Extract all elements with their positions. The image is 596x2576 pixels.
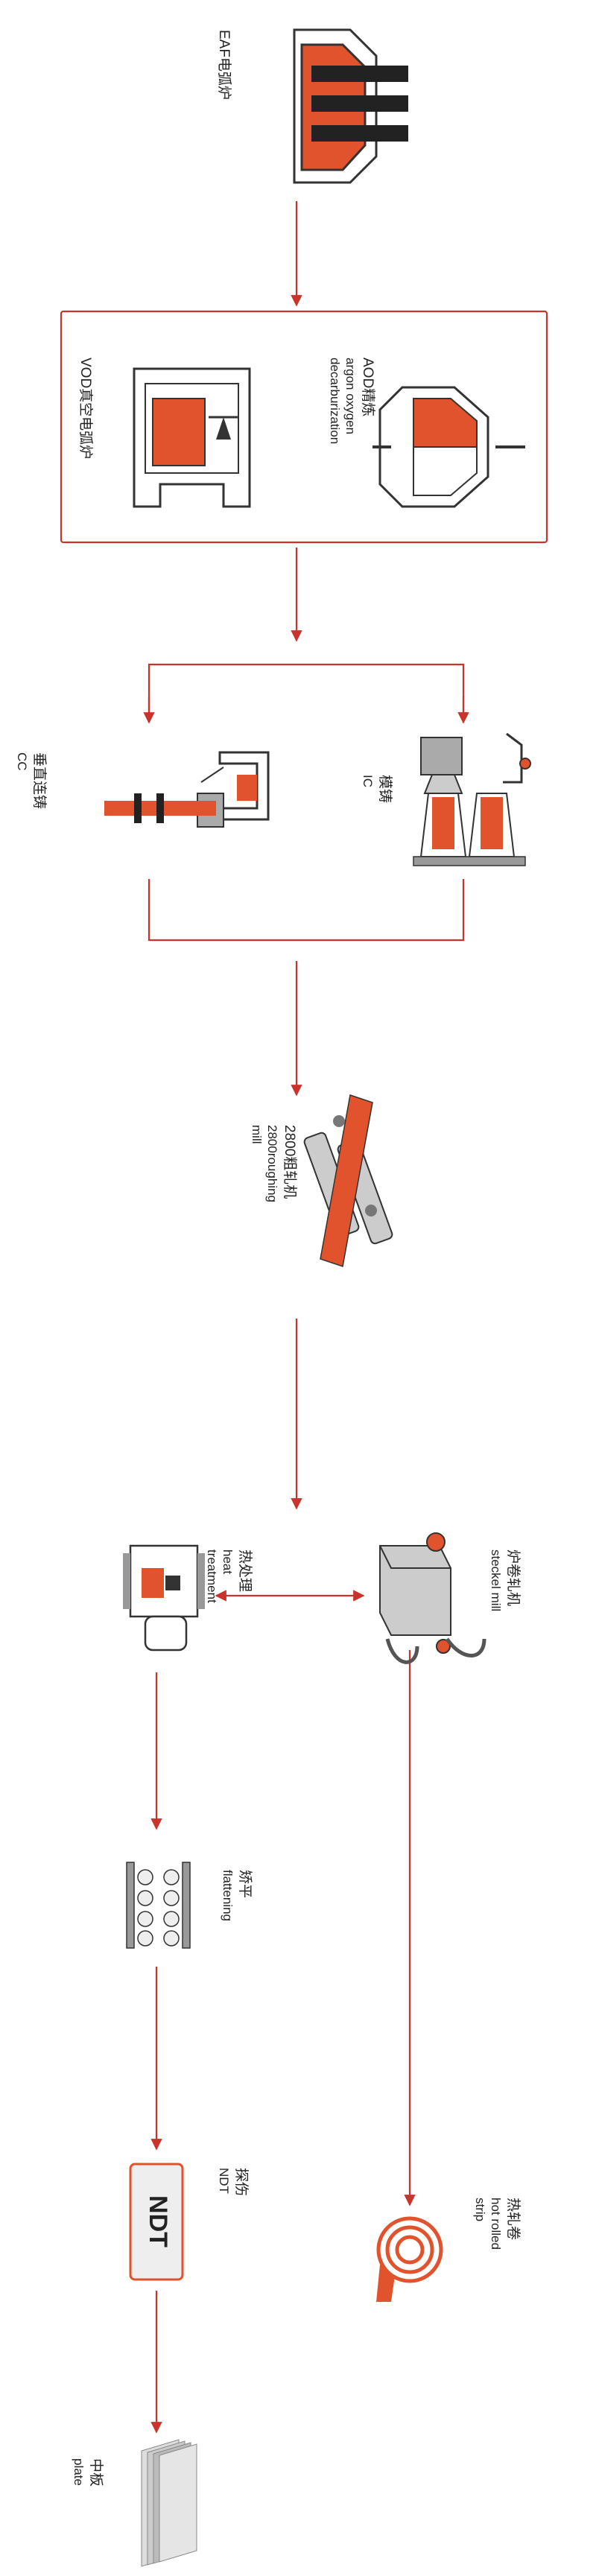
label-eaf: EAF电弧炉 (215, 30, 232, 100)
flatten-en: flattening (221, 1870, 235, 1921)
ndt-badge: NDT (129, 2163, 184, 2281)
refining-group-box (60, 310, 548, 544)
label-ndt: 探伤 NDT (216, 2168, 250, 2196)
heat-treatment-furnace-icon (123, 1544, 205, 1652)
aod-en-line1: argon oxygen (343, 358, 358, 435)
plate-name: 中板 (88, 2458, 104, 2487)
coil-name: 热轧卷 (505, 2198, 521, 2241)
label-roughing: 2800粗轧机 2800roughing mill (249, 1125, 298, 1202)
ic-name: 模铸 (377, 775, 393, 804)
roughing-name-line1: 2800粗轧机 (282, 1125, 297, 1199)
aod-en-line2: decarburization (328, 358, 342, 445)
heat-en-line1: heat (221, 1549, 235, 1575)
split-connector (148, 663, 465, 723)
heat-name: 热处理 (237, 1549, 253, 1593)
ic-en: IC (361, 775, 375, 787)
merge-connector (148, 879, 465, 942)
roughing-name-line3: mill (250, 1125, 264, 1144)
label-vod: VOD真空电弧炉 (76, 358, 94, 459)
label-steckel: 炉卷轧机 steckel mill (488, 1549, 522, 1611)
aod-name: AOD精炼 (360, 358, 375, 417)
aod-converter-icon (372, 386, 525, 508)
label-ic: 模铸 IC (360, 775, 393, 803)
vod-name: VOD真空电弧炉 (77, 358, 93, 460)
hot-rolled-coil-icon (376, 2216, 443, 2302)
flatten-name: 矫平 (237, 1870, 253, 1899)
steckel-mill-icon (379, 1532, 486, 1664)
ndt-name: 探伤 (233, 2168, 249, 2197)
roughing-name-line2: 2800roughing (265, 1125, 280, 1202)
plate-en: plate (72, 2458, 86, 2486)
flattening-machine-icon (126, 1862, 191, 1949)
label-heat: 热处理 heat treatment (204, 1549, 253, 1603)
steckel-name: 炉卷轧机 (505, 1549, 521, 1607)
plate-stack-icon (141, 2439, 197, 2567)
cc-name: 垂直连铸 (31, 752, 47, 810)
roughing-mill-icon (303, 1094, 393, 1267)
heat-en-line2: treatment (205, 1549, 219, 1603)
label-coil: 热轧卷 hot rolled strip (472, 2198, 522, 2250)
ingot-casting-icon (413, 732, 531, 866)
vertical-caster-icon (104, 751, 270, 828)
eaf-furnace-icon (293, 28, 408, 184)
vod-vessel-icon (133, 367, 251, 508)
eaf-name: EAF电弧炉 (216, 30, 232, 100)
coil-en-line2: strip (473, 2198, 487, 2222)
steckel-en: steckel mill (489, 1549, 504, 1612)
ndt-badge-text: NDT (144, 2195, 172, 2247)
label-plate: 中板 plate (71, 2458, 104, 2487)
label-aod: AOD精炼 argon oxygen decarburization (327, 358, 376, 444)
coil-en-line1: hot rolled (489, 2198, 504, 2250)
ndt-en: NDT (217, 2168, 232, 2194)
label-cc: 垂直连铸 CC (14, 752, 48, 809)
cc-en: CC (15, 752, 30, 771)
label-flatten: 矫平 flattening (220, 1870, 253, 1921)
